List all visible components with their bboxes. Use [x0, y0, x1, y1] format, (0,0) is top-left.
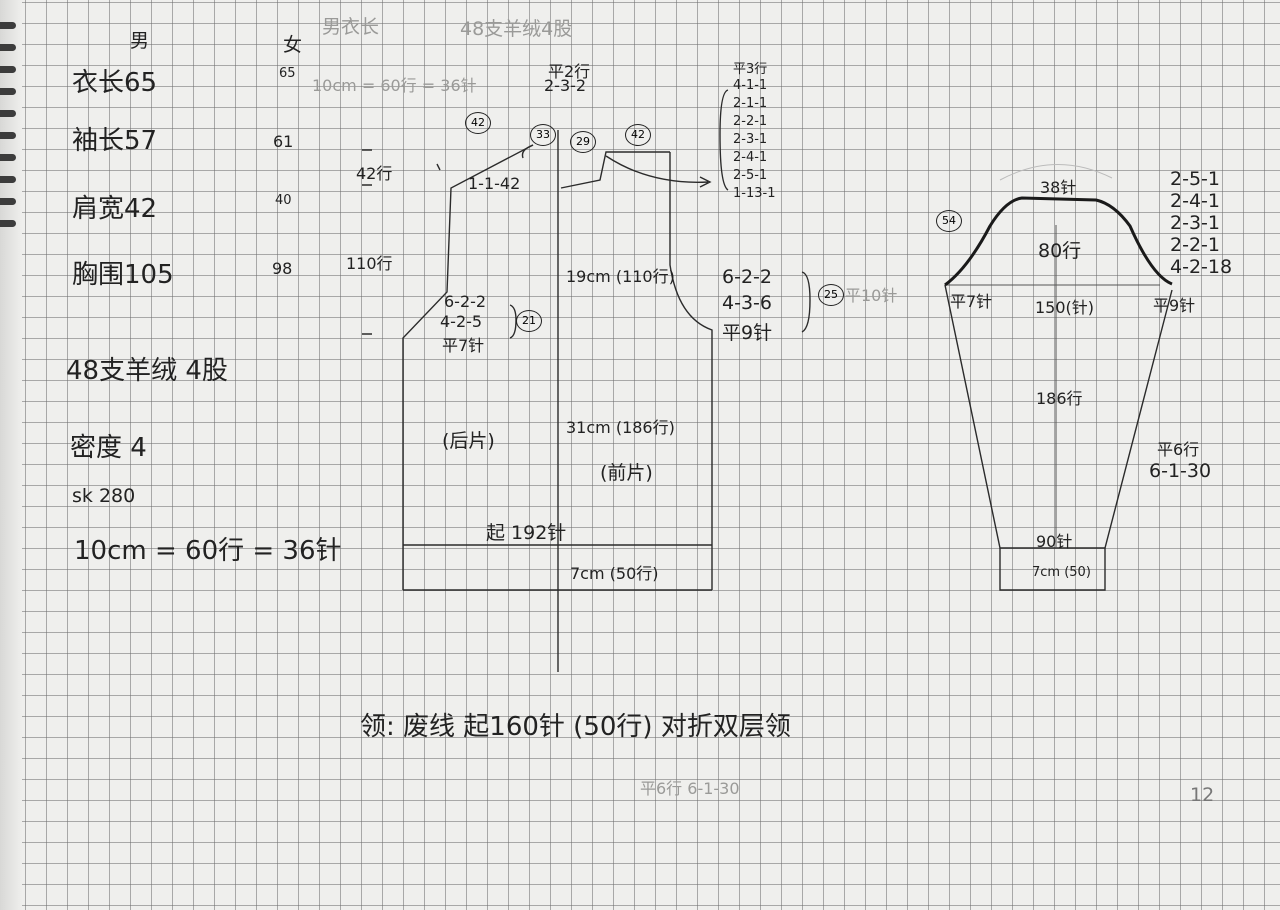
- size-label: 肩宽42: [72, 194, 158, 224]
- sleeve-cap-curve: [944, 196, 1173, 287]
- female-header: 女: [283, 34, 303, 56]
- sleeve-cap-rows: 80行: [1038, 240, 1082, 262]
- spiral-binding: [0, 0, 22, 910]
- body-length: 31cm (186行): [566, 418, 675, 437]
- sk-count: sk 280: [72, 485, 136, 507]
- sleeve-outline: [944, 225, 1173, 591]
- neck-decrease-line: 2-2-1: [733, 114, 768, 129]
- left-mark-top: 42行: [356, 164, 393, 183]
- sleeve-increase-line: 6-1-30: [1149, 460, 1212, 482]
- back-armhole-line: 平7针: [442, 336, 485, 355]
- binding-ring: [0, 154, 16, 161]
- sleeve-left-flat: 平7针: [950, 292, 993, 311]
- size-label: 胸围105: [72, 260, 174, 290]
- neck-decrease-line: 2-3-1: [733, 132, 768, 147]
- front-armhole-line: 4-3-6: [722, 292, 772, 314]
- front-armhole-height: 19cm (110行): [566, 267, 675, 286]
- page-number: 12: [1190, 784, 1215, 806]
- female-value: 65: [279, 66, 296, 81]
- neck-decrease-line: 平3行: [733, 62, 768, 77]
- front-right-edge: [669, 152, 713, 590]
- sleeve-width: 150(针): [1035, 298, 1095, 317]
- circled-number: 42: [625, 124, 651, 146]
- binding-ring: [0, 66, 16, 73]
- sleeve-right-flat: 平9针: [1153, 296, 1196, 315]
- faint-note: 男衣长: [322, 16, 380, 38]
- sleeve-sides: [944, 284, 1173, 549]
- neck-arrow: [605, 155, 712, 188]
- size-label: 袖长57: [72, 126, 158, 156]
- body-outline: [362, 89, 811, 672]
- binding-ring: [0, 198, 16, 205]
- neck-curve: [521, 144, 534, 159]
- binding-ring: [0, 88, 16, 95]
- neck-top-line: 2-3-2: [544, 76, 587, 95]
- cuff-rib: 7cm (50): [1032, 565, 1091, 580]
- back-armhole-line: 4-2-5: [440, 312, 483, 331]
- male-header: 男: [130, 30, 150, 52]
- binding-ring: [0, 132, 16, 139]
- front-neck-line: [560, 151, 670, 189]
- binding-ring: [0, 22, 16, 29]
- back-left-edge: [402, 144, 534, 590]
- neck-decrease-line: 1-13-1: [733, 186, 776, 201]
- cap-decrease-line: 2-4-1: [1170, 190, 1220, 212]
- gauge: 10cm = 60行 = 36针: [74, 536, 342, 566]
- female-value: 40: [275, 193, 292, 208]
- cast-on: 起 192针: [486, 522, 567, 544]
- binding-ring: [0, 176, 16, 183]
- faint-cap-sketch: [999, 164, 1113, 181]
- binding-ring: [0, 220, 16, 227]
- cap-decrease-line: 2-3-1: [1170, 212, 1220, 234]
- circled-number: 33: [530, 124, 556, 146]
- sleeve-increase-line: 平6行: [1157, 440, 1200, 459]
- front-armhole-line: 平9针: [722, 322, 773, 344]
- circled-number: 25: [818, 284, 844, 306]
- density: 密度 4: [70, 433, 147, 463]
- left-mark-mid: 110行: [346, 254, 393, 273]
- shoulder-decrease: 1-1-42: [468, 174, 521, 193]
- neck-decrease-line: 2-1-1: [733, 96, 768, 111]
- binding-ring: [0, 110, 16, 117]
- cuff-rib: [999, 548, 1106, 591]
- yarn-spec: 48支羊绒 4股: [66, 356, 228, 386]
- faint-note: 48支羊绒4股: [460, 18, 573, 40]
- female-value: 98: [272, 259, 293, 278]
- faint-note: 10cm = 60行 = 36针: [312, 76, 477, 95]
- neck-decrease-line: 4-1-1: [733, 78, 768, 93]
- front-armhole-line: 6-2-2: [722, 266, 772, 288]
- neck-brace: [719, 89, 729, 191]
- cuff-stitches: 90针: [1036, 532, 1073, 551]
- neck-decrease-line: 2-4-1: [733, 150, 768, 165]
- shoulder-tick: [436, 163, 441, 171]
- front-piece-label: (前片): [600, 462, 653, 484]
- cap-decrease-line: 2-2-1: [1170, 234, 1220, 256]
- collar-note: 领: 废线 起160针 (50行) 对折双层领: [360, 712, 791, 742]
- sleeve-top-stitches: 38针: [1040, 178, 1077, 197]
- binding-ring: [0, 44, 16, 51]
- circled-number: 42: [465, 112, 491, 134]
- size-label: 衣长65: [72, 68, 158, 98]
- cap-decrease-line: 4-2-18: [1170, 256, 1233, 278]
- back-armhole-line: 6-2-2: [444, 292, 487, 311]
- front-armhole-brace: [801, 271, 811, 333]
- neck-decrease-line: 2-5-1: [733, 168, 768, 183]
- circled-number: 21: [516, 310, 542, 332]
- hem-rib: 7cm (50行): [570, 564, 659, 583]
- circled-number: 54: [936, 210, 962, 232]
- circled-number: 29: [570, 131, 596, 153]
- neck-top-line: 平2行: [548, 62, 591, 81]
- cap-decrease-line: 2-5-1: [1170, 168, 1220, 190]
- faint-note: 平6行 6-1-30: [640, 779, 740, 798]
- back-piece-label: (后片): [442, 430, 495, 452]
- female-value: 61: [273, 132, 294, 151]
- left-ticks: [362, 149, 372, 335]
- sleeve-rows: 186行: [1036, 389, 1083, 408]
- faint-note: 平10针: [845, 286, 898, 305]
